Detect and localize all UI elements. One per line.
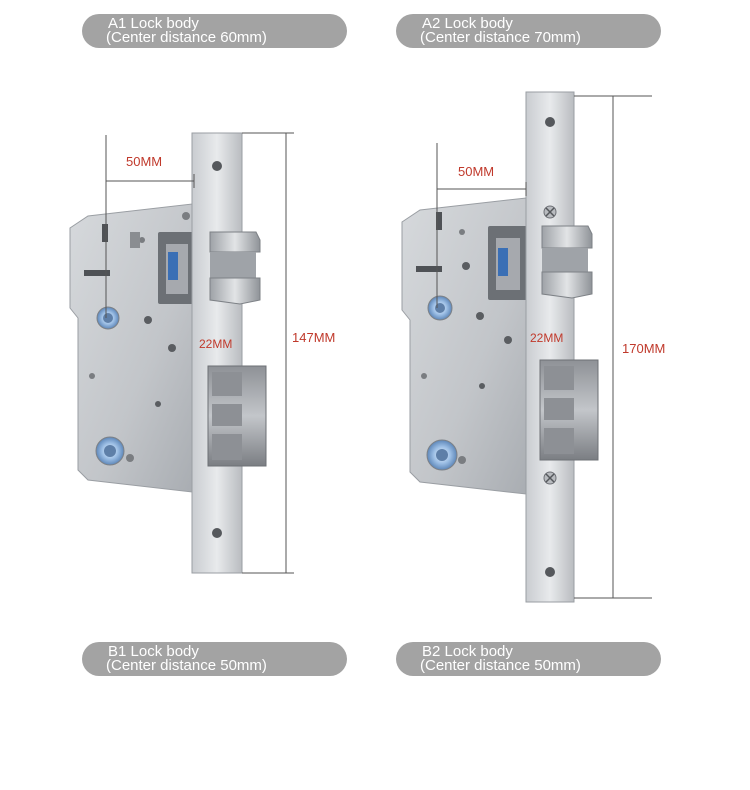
label-a1-lock-body: A1 Lock body (Center distance 60mm) xyxy=(82,14,347,48)
dimension-lines-right xyxy=(436,95,652,599)
label-a2-title: A2 Lock body xyxy=(422,15,513,32)
label-a2-subtitle: (Center distance 70mm) xyxy=(420,29,581,46)
label-b2-title: B2 Lock body xyxy=(422,643,513,660)
dimension-right-gap: 22MM xyxy=(530,331,563,345)
dimension-right-height: 170MM xyxy=(622,341,665,356)
label-b1-subtitle: (Center distance 50mm) xyxy=(106,657,267,674)
label-a1-title: A1 Lock body xyxy=(108,15,199,32)
lock-body-left xyxy=(69,132,267,574)
label-b1-lock-body: B1 Lock body (Center distance 50mm) xyxy=(82,642,347,676)
dimension-right-backset: 50MM xyxy=(458,164,494,179)
dimension-left-gap: 22MM xyxy=(199,337,232,351)
label-b1-title: B1 Lock body xyxy=(108,643,199,660)
label-b2-lock-body: B2 Lock body (Center distance 50mm) xyxy=(396,642,661,676)
dimension-left-height: 147MM xyxy=(292,330,335,345)
dimension-left-backset: 50MM xyxy=(126,154,162,169)
label-b2-subtitle: (Center distance 50mm) xyxy=(420,657,581,674)
dimension-lines-left xyxy=(105,132,294,574)
lock-body-right xyxy=(401,91,599,603)
label-a1-subtitle: (Center distance 60mm) xyxy=(106,29,267,46)
label-a2-lock-body: A2 Lock body (Center distance 70mm) xyxy=(396,14,661,48)
